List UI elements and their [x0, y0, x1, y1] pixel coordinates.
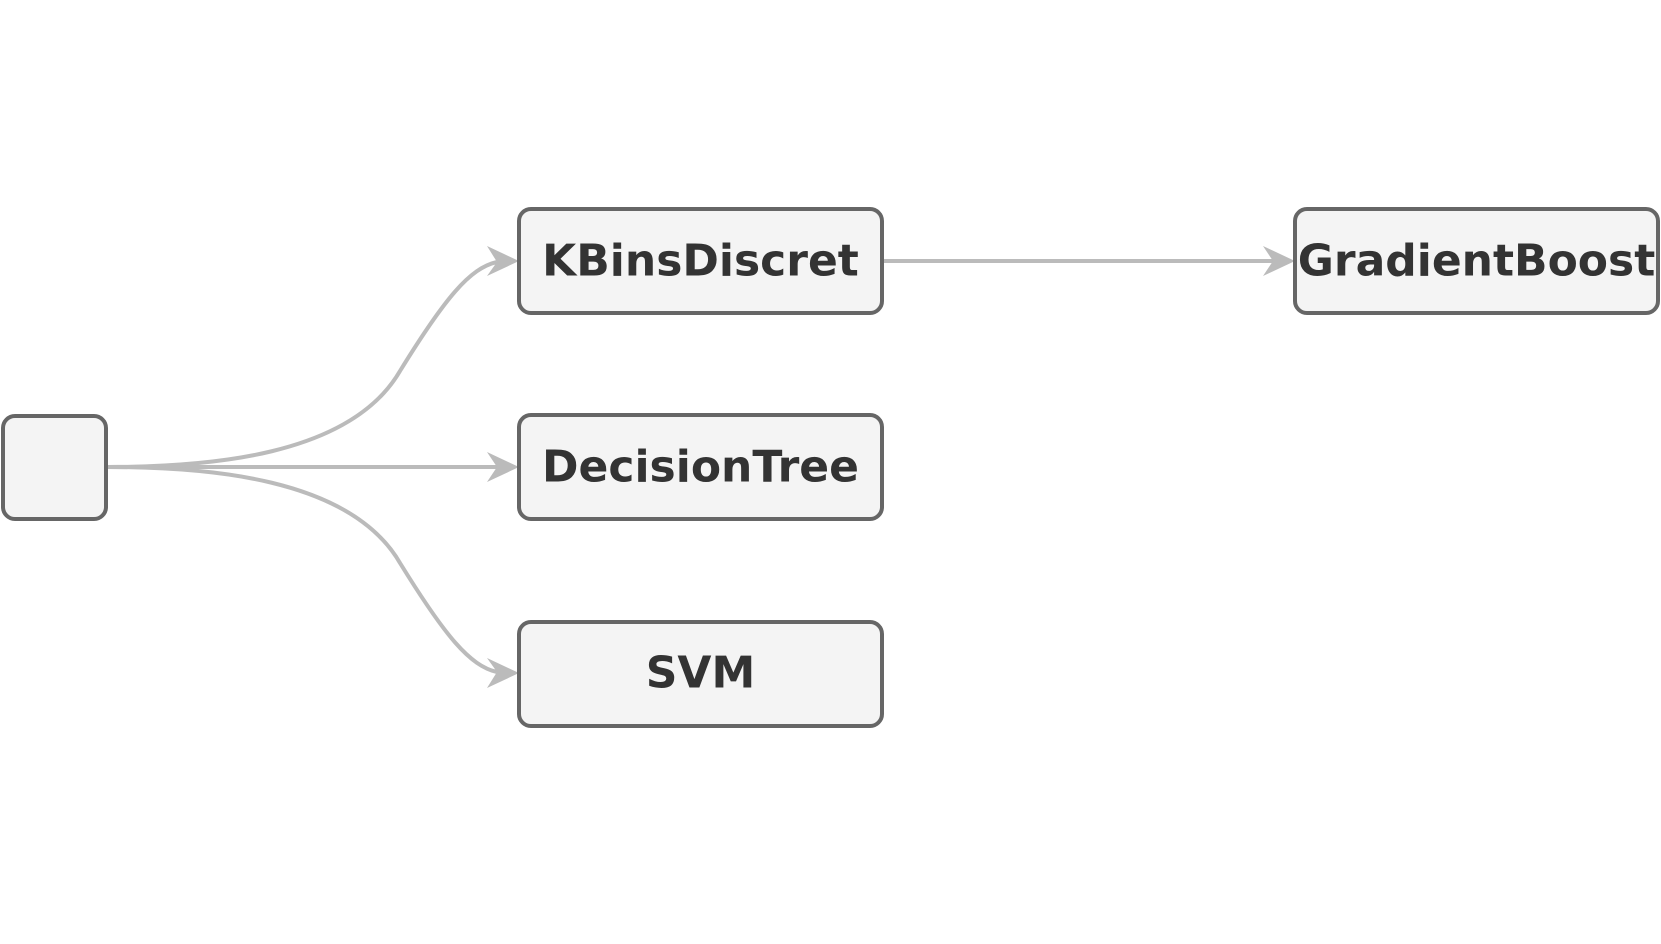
node-label: GradientBoost: [1298, 236, 1656, 287]
arrow-head: [487, 452, 519, 482]
node-root[interactable]: [1, 414, 108, 521]
edge-root-to-svm: [105, 465, 519, 688]
node-box: [517, 620, 884, 728]
node-label: SVM: [646, 648, 756, 699]
node-box: [517, 413, 884, 521]
node-label: DecisionTree: [542, 442, 859, 493]
node-gradient-boost[interactable]: GradientBoost: [1293, 207, 1660, 315]
edges: [105, 246, 1295, 688]
arrow-head: [487, 246, 519, 276]
node-box: [1293, 207, 1660, 315]
edge-root-to-kbins: [105, 246, 519, 469]
arrow-head: [487, 658, 519, 688]
node-kbins-discret[interactable]: KBinsDiscret: [517, 207, 884, 315]
node-box: [1, 414, 108, 521]
node-label: KBinsDiscret: [542, 236, 859, 287]
arrow-head: [1263, 246, 1295, 276]
edge-line: [105, 465, 498, 674]
edge-kbins-to-gradient-boost: [883, 246, 1295, 276]
node-decision-tree[interactable]: DecisionTree: [517, 413, 884, 521]
node-box: [517, 207, 884, 315]
node-svm[interactable]: SVM: [517, 620, 884, 728]
edge-line: [105, 260, 498, 469]
